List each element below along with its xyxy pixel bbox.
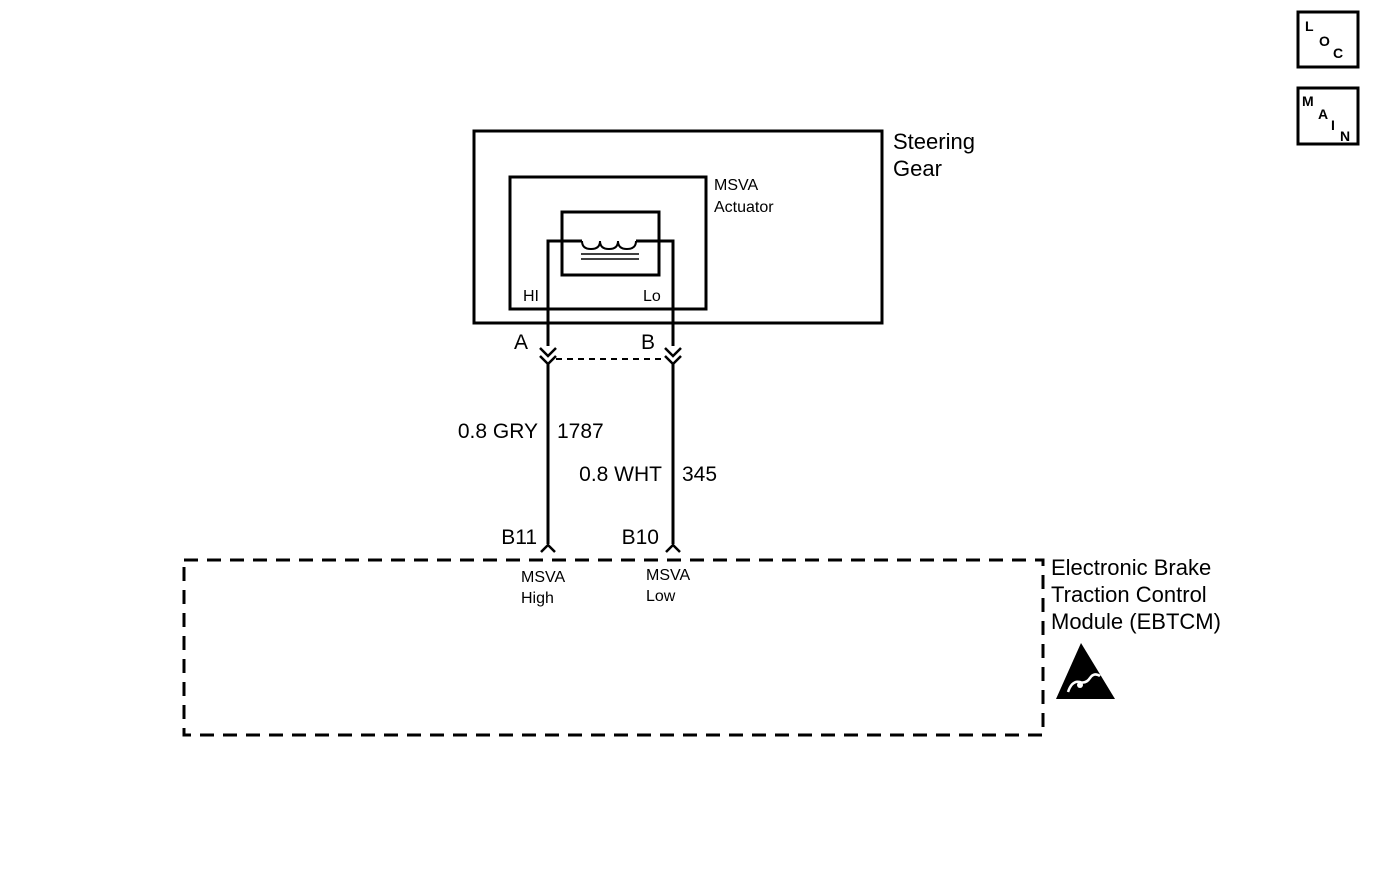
lo-pin-label: Lo [643,288,661,305]
terminal-b11-label: B11 [501,526,537,549]
msva-low-label-1: MSVA [646,567,690,584]
hi-wire-circuit: 1787 [557,420,604,443]
esd-warning-icon [1056,643,1115,699]
msva-high-label-2: High [521,590,554,607]
msva-actuator-label-2: Actuator [714,199,774,216]
connector-b-label: B [641,331,655,354]
main-button[interactable]: M A I N [1296,86,1360,146]
connector-b-icon [664,347,682,366]
msva-actuator-label-1: MSVA [714,177,758,194]
main-letter-n: N [1340,128,1350,144]
lo-wire-color: 0.8 WHT [579,463,662,486]
main-letter-a: A [1318,106,1328,122]
ebtcm-label-2: Traction Control [1051,582,1207,607]
msva-high-label-1: MSVA [521,569,565,586]
ebtcm-label-1: Electronic Brake [1051,555,1211,580]
connector-a-label: A [514,331,528,354]
main-letter-m: M [1302,93,1314,109]
lo-wire-circuit: 345 [682,463,717,486]
connector-a-icon [539,347,557,366]
hi-wire-color: 0.8 GRY [458,420,538,443]
ebtcm-module-box [182,558,1045,737]
main-letter-i: I [1331,117,1335,133]
steering-gear-label-1: Steering [893,129,975,154]
msva-actuator-box [508,175,708,311]
steering-gear-box [472,129,884,325]
terminal-b10-icon [665,543,681,553]
loc-button[interactable]: L O C [1296,10,1360,69]
terminal-b11-icon [540,543,556,553]
loc-letter-c: C [1333,45,1343,61]
hi-pin-label: HI [523,288,539,305]
steering-gear-label-2: Gear [893,156,942,181]
solenoid-coil-icon [546,210,675,346]
ebtcm-label-3: Module (EBTCM) [1051,609,1221,634]
loc-letter-l: L [1305,18,1314,34]
loc-letter-o: O [1319,33,1330,49]
terminal-b10-label: B10 [622,526,659,549]
msva-low-label-2: Low [646,588,676,605]
